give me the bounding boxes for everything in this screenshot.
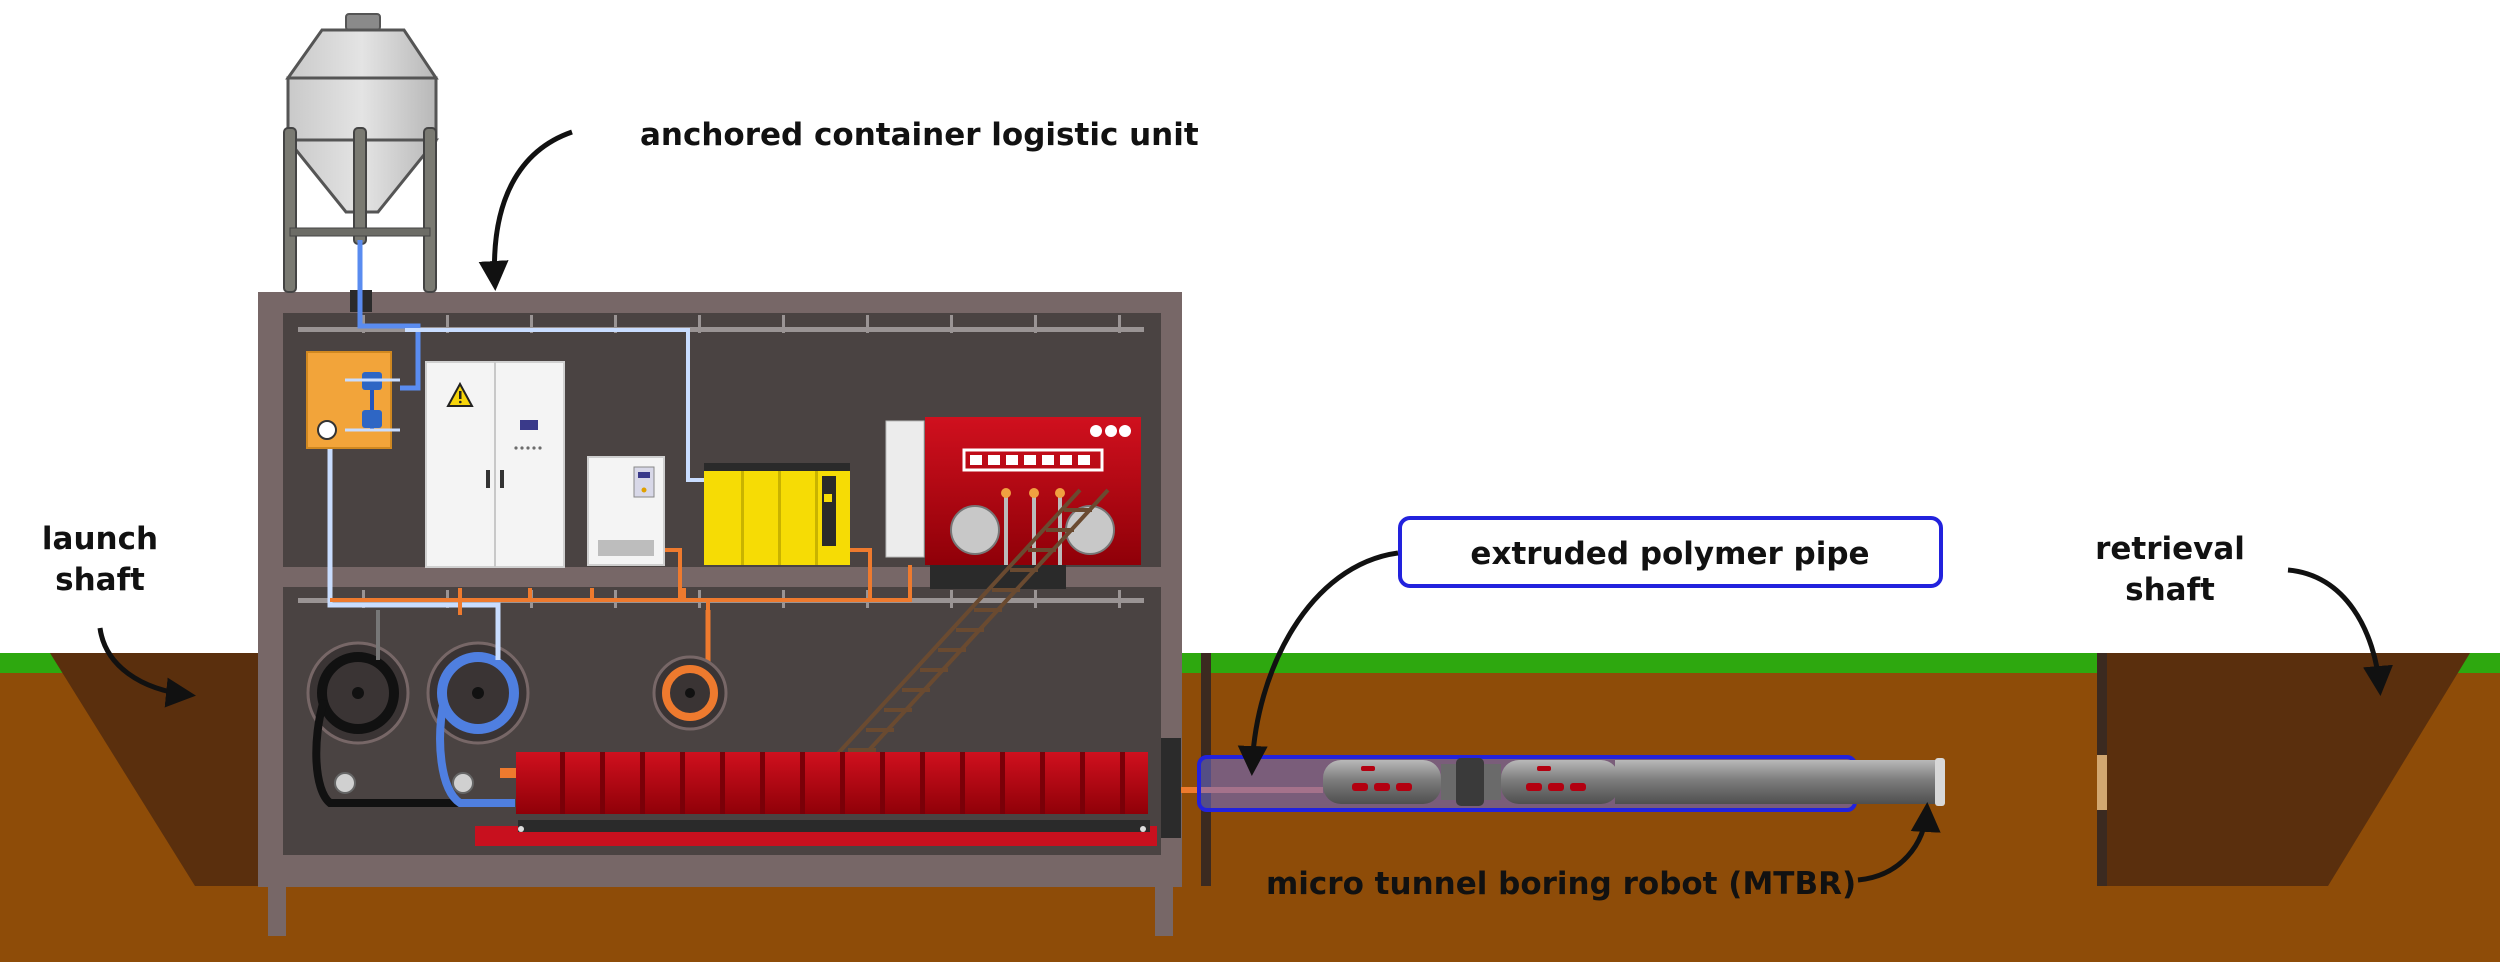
container-label: anchored container logistic unit <box>640 117 1199 153</box>
control-unit <box>587 456 665 566</box>
upper-rail <box>298 327 1144 332</box>
retrieval-shaft <box>2097 653 2470 886</box>
pipe-label-box <box>1398 516 1943 588</box>
launch-shaft <box>50 653 265 886</box>
light-blue-pipe <box>405 328 708 482</box>
container-leg-left <box>268 886 286 936</box>
pipe-extruder <box>475 752 1157 846</box>
blue-hose <box>436 699 515 807</box>
hose-reel-icon <box>306 641 728 794</box>
pipe-label: extruded polymer pipe <box>1470 536 1869 572</box>
pipe-arrow <box>1237 550 1399 776</box>
container-leg-right <box>1155 886 1173 936</box>
lower-compartment <box>283 587 1161 855</box>
container-arrow <box>478 129 573 291</box>
valve-cabinet <box>306 351 400 449</box>
launch-shaft-arrow <box>97 627 196 708</box>
retrieval-shaft-label-line1: retrieval <box>2095 531 2245 567</box>
launch-shaft-label-line2: shaft <box>55 562 145 598</box>
yellow-unit <box>704 463 850 565</box>
retrieval-shaft-label-line2: shaft <box>2125 572 2215 608</box>
launch-shaft-label-line1: launch <box>42 521 158 557</box>
electrical-cabinet <box>425 361 565 568</box>
robot-label: micro tunnel boring robot (MTBR) <box>1266 866 1856 902</box>
retrieval-shaft-port <box>2097 755 2107 810</box>
black-hose <box>312 698 510 807</box>
silo-icon <box>283 13 440 312</box>
staircase <box>830 488 1110 762</box>
mtbr-robot <box>1323 758 1945 806</box>
container-exit-port <box>1161 738 1181 838</box>
warning-icon <box>446 381 474 407</box>
retrieval-shaft-arrow <box>2287 567 2393 696</box>
water-pipe <box>357 240 421 391</box>
robot-arrow <box>1857 802 1941 883</box>
